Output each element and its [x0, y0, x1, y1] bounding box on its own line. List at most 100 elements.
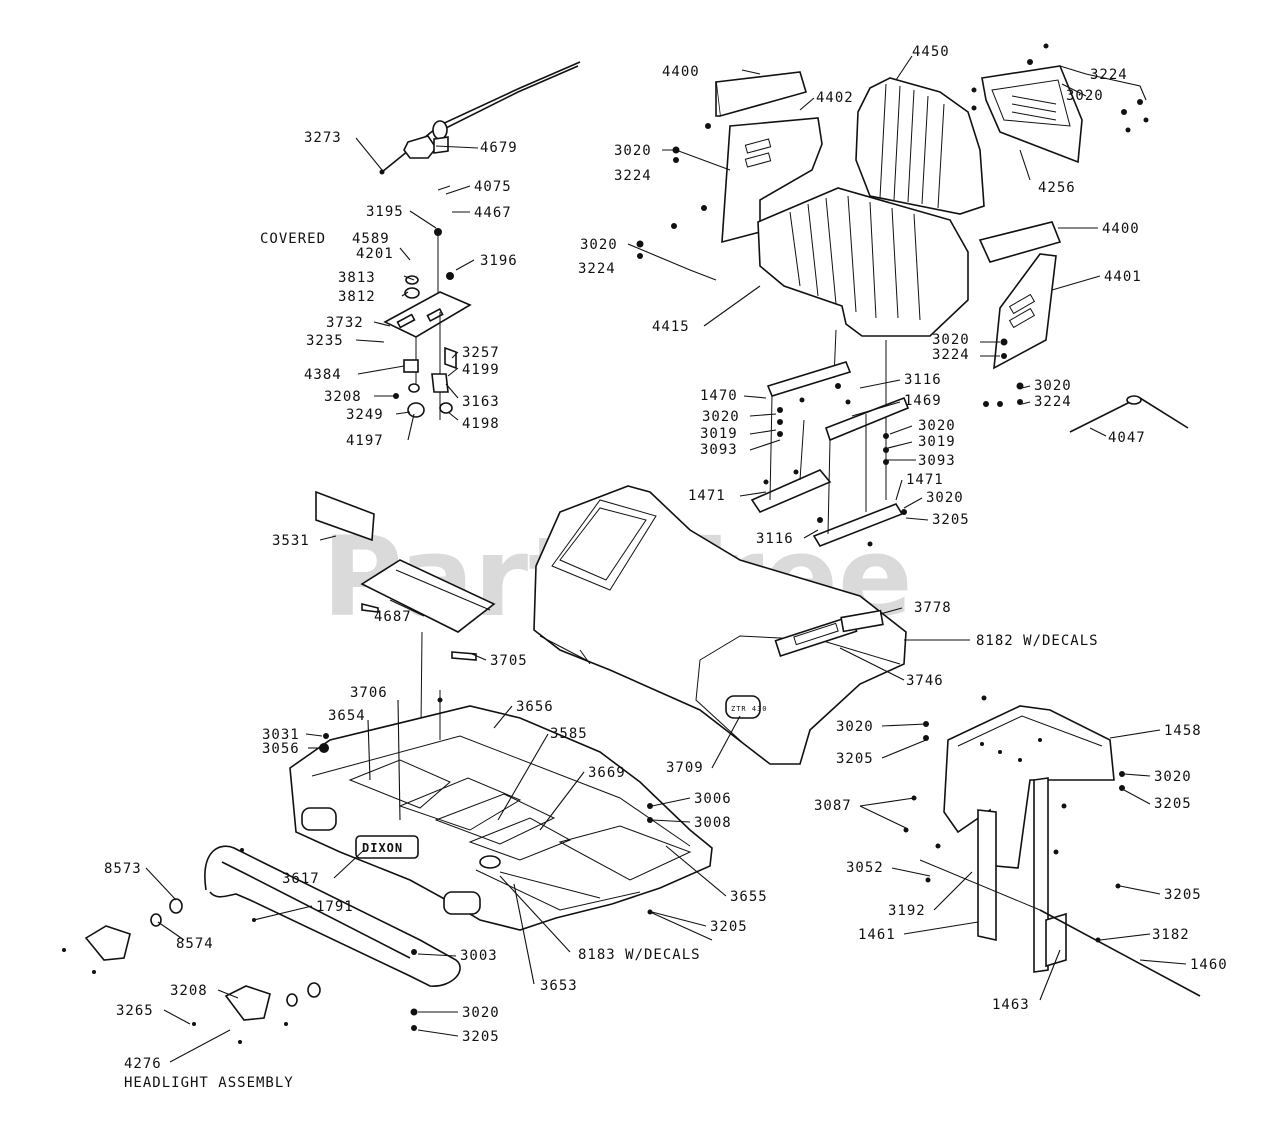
- label-3656: 3656: [516, 699, 554, 715]
- control-bracket-assembly: [919, 705, 1201, 997]
- label-3257: 3257: [462, 345, 500, 361]
- label-4402: 4402: [816, 90, 854, 106]
- label-3205: 3205: [462, 1029, 500, 1045]
- label-3669: 3669: [588, 765, 626, 781]
- seat-adjuster-rod: [1069, 395, 1189, 433]
- label-3031: 3031: [262, 727, 300, 743]
- label-3706: 3706: [350, 685, 388, 701]
- label-3531: 3531: [272, 533, 310, 549]
- label-3273: 3273: [304, 130, 342, 146]
- label-3224: 3224: [1090, 67, 1128, 83]
- label-3654: 3654: [328, 708, 366, 724]
- label-4467: 4467: [474, 205, 512, 221]
- label-3205: 3205: [836, 751, 874, 767]
- label-3008: 3008: [694, 815, 732, 831]
- label-3205: 3205: [932, 512, 970, 528]
- label-1463: 1463: [992, 997, 1030, 1013]
- label-1470: 1470: [700, 388, 738, 404]
- label-3192: 3192: [888, 903, 926, 919]
- label-3196: 3196: [480, 253, 518, 269]
- label-4679: 4679: [480, 140, 518, 156]
- label-3224: 3224: [932, 347, 970, 363]
- fender-body: ZTR 430: [533, 485, 907, 765]
- label-3020: 3020: [918, 418, 956, 434]
- label-3195: 3195: [366, 204, 404, 220]
- hardware-fasteners: [62, 43, 1149, 1044]
- label-3020: 3020: [926, 490, 964, 506]
- label-4415: 4415: [652, 319, 690, 335]
- label-3205: 3205: [1154, 796, 1192, 812]
- label-3813: 3813: [338, 270, 376, 286]
- label-4687: 4687: [374, 609, 412, 625]
- throttle-cable-assembly: [379, 61, 581, 175]
- label-4201: 4201: [356, 246, 394, 262]
- label-3020: 3020: [932, 332, 970, 348]
- label-3655: 3655: [730, 889, 768, 905]
- label-4198: 4198: [462, 416, 500, 432]
- label-3116: 3116: [756, 531, 794, 547]
- label-3163: 3163: [462, 394, 500, 410]
- label-3746: 3746: [906, 673, 944, 689]
- control-panel-assembly: [383, 136, 472, 420]
- label-3056: 3056: [262, 741, 300, 757]
- label-3020: 3020: [1154, 769, 1192, 785]
- label-headlight-assembly: HEADLIGHT ASSEMBLY: [124, 1075, 294, 1091]
- label-3020: 3020: [836, 719, 874, 735]
- label-1471: 1471: [906, 472, 944, 488]
- front-frame: DIXON: [289, 690, 713, 931]
- label-4276: 4276: [124, 1056, 162, 1072]
- label-3653: 3653: [540, 978, 578, 994]
- label-3093: 3093: [700, 442, 738, 458]
- label-4199: 4199: [462, 362, 500, 378]
- label-4256: 4256: [1038, 180, 1076, 196]
- label-3020: 3020: [1034, 378, 1072, 394]
- label-3020: 3020: [702, 409, 740, 425]
- label-8183: 8183 W/DECALS: [578, 947, 701, 963]
- label-3020: 3020: [580, 237, 618, 253]
- label-3003: 3003: [460, 948, 498, 964]
- label-1458: 1458: [1164, 723, 1202, 739]
- label-3224: 3224: [1034, 394, 1072, 410]
- label-1461: 1461: [858, 927, 896, 943]
- label-3709: 3709: [666, 760, 704, 776]
- model-badge-text: ZTR 430: [731, 705, 768, 713]
- label-3224: 3224: [578, 261, 616, 277]
- dixon-logo-text: DIXON: [362, 841, 403, 855]
- label-3205: 3205: [1164, 887, 1202, 903]
- label-4197: 4197: [346, 433, 384, 449]
- label-3705: 3705: [490, 653, 528, 669]
- label-3265: 3265: [116, 1003, 154, 1019]
- label-3020: 3020: [614, 143, 652, 159]
- label-3019: 3019: [700, 426, 738, 442]
- label-8574: 8574: [176, 936, 214, 952]
- label-3208: 3208: [324, 389, 362, 405]
- label-4400: 4400: [662, 64, 700, 80]
- label-3778: 3778: [914, 600, 952, 616]
- label-3585: 3585: [550, 726, 588, 742]
- label-3732: 3732: [326, 315, 364, 331]
- bumper-headlights: [84, 845, 461, 1021]
- label-1791: 1791: [316, 899, 354, 915]
- label-3019: 3019: [918, 434, 956, 450]
- label-3006: 3006: [694, 791, 732, 807]
- label-3617: 3617: [282, 871, 320, 887]
- label-1471: 1471: [688, 488, 726, 504]
- label-3182: 3182: [1152, 927, 1190, 943]
- label-4589: 4589: [352, 231, 390, 247]
- label-1460: 1460: [1190, 957, 1228, 973]
- label-3052: 3052: [846, 860, 884, 876]
- label-4047: 4047: [1108, 430, 1146, 446]
- label-4075: 4075: [474, 179, 512, 195]
- label-4384: 4384: [304, 367, 342, 383]
- label-1469: 1469: [904, 393, 942, 409]
- label-3249: 3249: [346, 407, 384, 423]
- label-4401: 4401: [1104, 269, 1142, 285]
- label-3020: 3020: [1066, 88, 1104, 104]
- label-8573: 8573: [104, 861, 142, 877]
- label-3116: 3116: [904, 372, 942, 388]
- label-3093: 3093: [918, 453, 956, 469]
- label-3208: 3208: [170, 983, 208, 999]
- part-number-labels: 4400 4450 3224 3020 4402 3273 4679 3020 …: [104, 44, 1228, 1091]
